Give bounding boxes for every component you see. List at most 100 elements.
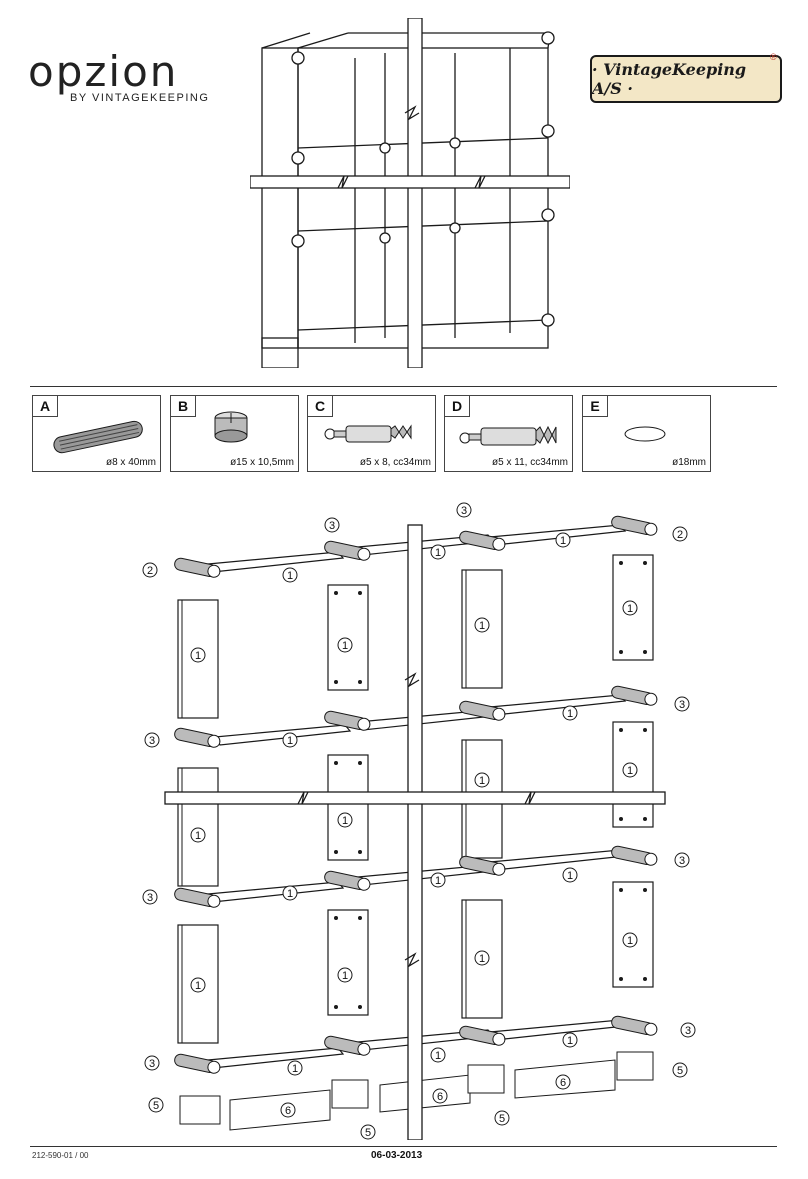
dowel-icon <box>53 420 143 454</box>
svg-text:1: 1 <box>435 875 441 887</box>
part-box-a: A ø8 x 40mm <box>32 395 161 472</box>
svg-text:5: 5 <box>677 1065 683 1077</box>
svg-text:1: 1 <box>287 735 293 747</box>
part-spec-b: ø15 x 10,5mm <box>230 457 294 468</box>
cam-lock-icon <box>214 411 248 443</box>
callout-1: 1 <box>430 544 446 560</box>
callout-3: 3 <box>144 1055 160 1071</box>
svg-text:1: 1 <box>195 830 201 842</box>
document-date: 06-03-2013 <box>371 1150 423 1161</box>
callout-5: 5 <box>672 1062 688 1078</box>
svg-text:1: 1 <box>627 935 633 947</box>
callout-6: 6 <box>280 1102 296 1118</box>
callout-3: 3 <box>674 696 690 712</box>
cover-cap-icon <box>624 426 666 442</box>
callout-2: 2 <box>142 562 158 578</box>
svg-text:6: 6 <box>285 1105 291 1117</box>
callout-3: 3 <box>456 502 472 518</box>
registered-mark: ® <box>770 52 777 62</box>
brand-name: opzion <box>28 47 179 96</box>
svg-text:3: 3 <box>149 735 155 747</box>
svg-text:3: 3 <box>679 699 685 711</box>
brand-logo: opzion <box>28 51 178 93</box>
svg-text:3: 3 <box>685 1025 691 1037</box>
callout-1: 1 <box>337 967 353 983</box>
part-letter-b: B <box>171 396 196 417</box>
svg-text:1: 1 <box>479 620 485 632</box>
callout-3: 3 <box>680 1022 696 1038</box>
connector-bolt-c-icon <box>324 424 412 443</box>
callout-1: 1 <box>474 772 490 788</box>
svg-text:1: 1 <box>627 765 633 777</box>
svg-text:6: 6 <box>560 1077 566 1089</box>
svg-text:1: 1 <box>342 640 348 652</box>
part-letter-a: A <box>33 396 58 417</box>
svg-text:1: 1 <box>567 708 573 720</box>
svg-text:3: 3 <box>329 520 335 532</box>
overview-shelf-drawing <box>250 18 570 368</box>
svg-text:3: 3 <box>147 892 153 904</box>
callout-1: 1 <box>430 872 446 888</box>
part-letter-e: E <box>583 396 608 417</box>
callout-1: 1 <box>622 762 638 778</box>
callout-3: 3 <box>144 732 160 748</box>
callout-3: 3 <box>324 517 340 533</box>
callout-1: 1 <box>190 647 206 663</box>
connector-bolt-d-icon <box>459 425 557 446</box>
callout-1: 1 <box>282 567 298 583</box>
svg-text:5: 5 <box>499 1113 505 1125</box>
part-spec-d: ø5 x 11, cc34mm <box>492 457 568 468</box>
svg-text:5: 5 <box>365 1127 371 1139</box>
callout-1: 1 <box>337 812 353 828</box>
svg-text:1: 1 <box>292 1063 298 1075</box>
svg-text:1: 1 <box>479 953 485 965</box>
callout-1: 1 <box>190 827 206 843</box>
callout-2: 2 <box>672 526 688 542</box>
svg-text:6: 6 <box>437 1091 443 1103</box>
svg-text:3: 3 <box>149 1058 155 1070</box>
svg-text:1: 1 <box>567 1035 573 1047</box>
svg-text:1: 1 <box>479 775 485 787</box>
section-divider-top <box>30 386 777 387</box>
section-divider-bottom <box>30 1146 777 1147</box>
svg-text:3: 3 <box>461 505 467 517</box>
svg-text:3: 3 <box>679 855 685 867</box>
callout-3: 3 <box>142 889 158 905</box>
callout-1: 1 <box>337 637 353 653</box>
svg-text:2: 2 <box>677 529 683 541</box>
callout-1: 1 <box>190 977 206 993</box>
callout-1: 1 <box>555 532 571 548</box>
exploded-assembly-drawing: 1 1 1 1 1 1 1 1 1 1 1 1 1 1 1 1 1 1 1 1 … <box>142 502 696 1140</box>
part-spec-e: ø18mm <box>672 457 706 468</box>
svg-text:1: 1 <box>195 650 201 662</box>
callout-6: 6 <box>555 1074 571 1090</box>
svg-text:1: 1 <box>342 970 348 982</box>
part-letter-d: D <box>445 396 470 417</box>
callout-1: 1 <box>282 732 298 748</box>
svg-text:1: 1 <box>435 1050 441 1062</box>
document-code: 212-590-01 / 00 <box>32 1151 89 1160</box>
callout-1: 1 <box>474 950 490 966</box>
part-letter-c: C <box>308 396 333 417</box>
svg-text:2: 2 <box>147 565 153 577</box>
callout-1: 1 <box>622 932 638 948</box>
callout-1: 1 <box>562 705 578 721</box>
callout-3: 3 <box>674 852 690 868</box>
part-spec-c: ø5 x 8, cc34mm <box>359 457 431 468</box>
part-box-e: E ø18mm <box>582 395 711 472</box>
callout-1: 1 <box>562 1032 578 1048</box>
svg-text:1: 1 <box>567 870 573 882</box>
callout-6: 6 <box>432 1088 448 1104</box>
svg-text:1: 1 <box>342 815 348 827</box>
part-box-c: C ø5 x 8, cc34mm <box>307 395 436 472</box>
callout-1: 1 <box>287 1060 303 1076</box>
svg-text:1: 1 <box>560 535 566 547</box>
callout-5: 5 <box>494 1110 510 1126</box>
part-spec-a: ø8 x 40mm <box>105 457 156 468</box>
svg-text:1: 1 <box>627 603 633 615</box>
svg-text:1: 1 <box>195 980 201 992</box>
callout-1: 1 <box>282 885 298 901</box>
svg-text:5: 5 <box>153 1100 159 1112</box>
callout-5: 5 <box>360 1124 376 1140</box>
callout-1: 1 <box>562 867 578 883</box>
